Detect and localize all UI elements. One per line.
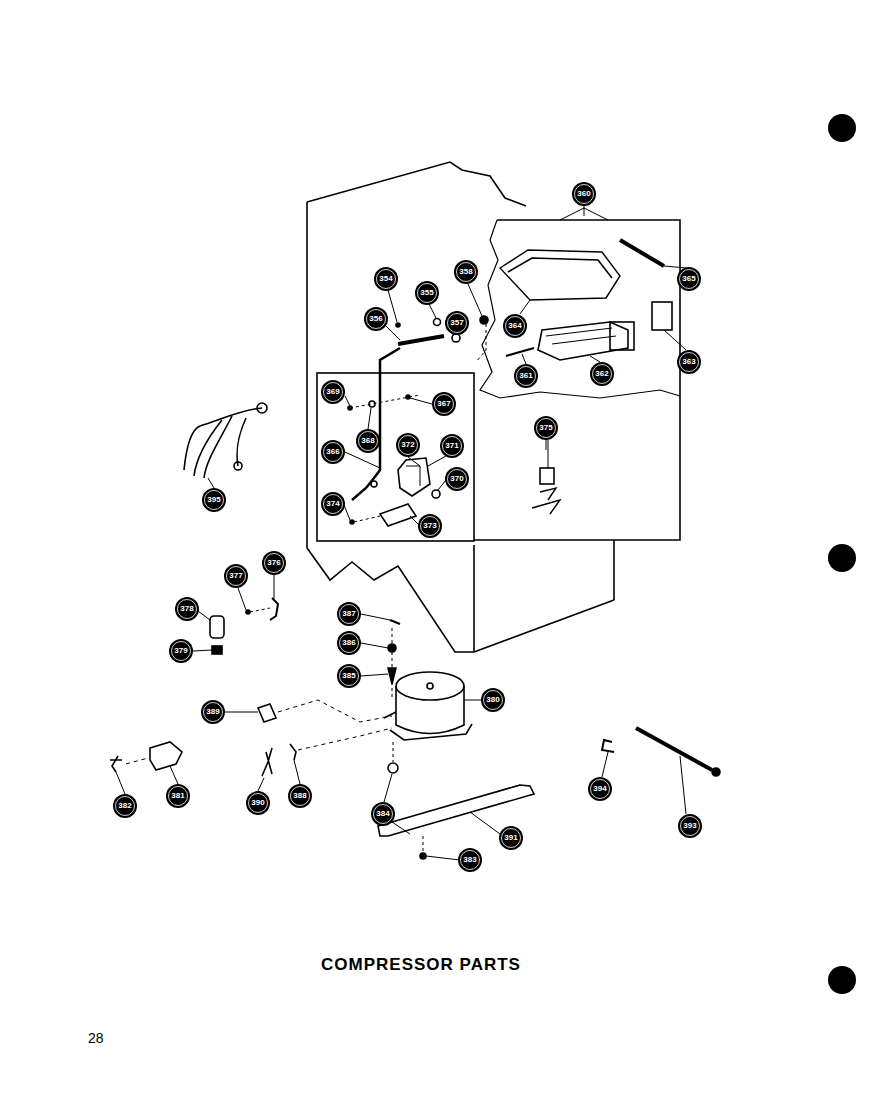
callout-circle (321, 380, 345, 404)
callout-circle (169, 639, 193, 663)
callout-number: 393 (678, 819, 702, 833)
callout-circle (534, 416, 558, 440)
callout-number: 361 (514, 369, 538, 383)
callout-circle (396, 433, 420, 457)
callout-number: 365 (677, 272, 701, 286)
callout-circle (445, 467, 469, 491)
callout-number: 355 (415, 286, 439, 300)
callout-number: 387 (337, 607, 361, 621)
callout-circle (321, 440, 345, 464)
callout-circle (113, 794, 137, 818)
callout-number: 362 (590, 367, 614, 381)
callout-number: 379 (169, 644, 193, 658)
callout-number: 381 (166, 789, 190, 803)
callout-circle (454, 260, 478, 284)
callout-number: 395 (202, 493, 226, 507)
callout-number: 357 (445, 316, 469, 330)
callout-circle (458, 848, 482, 872)
callout-number: 374 (321, 497, 345, 511)
callout-circle (262, 551, 286, 575)
callout-circle (588, 777, 612, 801)
callout-number: 376 (262, 556, 286, 570)
callout-circle (246, 791, 270, 815)
callout-circle (481, 688, 505, 712)
callout-circle (321, 492, 345, 516)
callout-number: 386 (337, 636, 361, 650)
callout-circle (364, 307, 388, 331)
callout-number: 368 (356, 434, 380, 448)
callout-number: 382 (113, 799, 137, 813)
callout-number: 389 (201, 705, 225, 719)
callout-number: 384 (371, 807, 395, 821)
callout-number: 388 (288, 789, 312, 803)
callout-circle (337, 664, 361, 688)
callout-circle (499, 826, 523, 850)
callout-number: 363 (677, 355, 701, 369)
callout-circle (677, 267, 701, 291)
callout-number: 354 (374, 272, 398, 286)
callout-number: 383 (458, 853, 482, 867)
callout-circle (337, 631, 361, 655)
callout-circle (356, 429, 380, 453)
callout-circle (445, 311, 469, 335)
callout-circle (337, 602, 361, 626)
callout-number: 364 (503, 319, 527, 333)
callout-number: 372 (396, 438, 420, 452)
callout-number: 356 (364, 312, 388, 326)
callout-circle (418, 514, 442, 538)
callout-circle (432, 392, 456, 416)
page-number: 28 (88, 1030, 104, 1046)
callout-circle (202, 488, 226, 512)
callout-circle (201, 700, 225, 724)
callout-number: 375 (534, 421, 558, 435)
callout-circle (572, 182, 596, 206)
callout-circle (374, 267, 398, 291)
callout-number: 385 (337, 669, 361, 683)
callout-circle (514, 364, 538, 388)
callout-number: 370 (445, 472, 469, 486)
callout-number: 391 (499, 831, 523, 845)
callout-number: 366 (321, 445, 345, 459)
callout-circle (166, 784, 190, 808)
callout-circle (590, 362, 614, 386)
callout-number: 360 (572, 187, 596, 201)
callout-number: 358 (454, 265, 478, 279)
callout-number: 367 (432, 397, 456, 411)
callout-circle (415, 281, 439, 305)
callout-circle (440, 434, 464, 458)
diagram-title: COMPRESSOR PARTS (321, 955, 521, 975)
callout-number: 394 (588, 782, 612, 796)
callout-circle (678, 814, 702, 838)
callout-number: 373 (418, 519, 442, 533)
callout-circle (371, 802, 395, 826)
callout-circle (503, 314, 527, 338)
callout-number: 380 (481, 693, 505, 707)
callout-circle (224, 564, 248, 588)
callout-number: 378 (175, 602, 199, 616)
callout-number: 377 (224, 569, 248, 583)
callout-number: 390 (246, 796, 270, 810)
callout-circle (175, 597, 199, 621)
callout-circle (288, 784, 312, 808)
callout-circle (677, 350, 701, 374)
callout-number: 371 (440, 439, 464, 453)
callout-number: 369 (321, 385, 345, 399)
